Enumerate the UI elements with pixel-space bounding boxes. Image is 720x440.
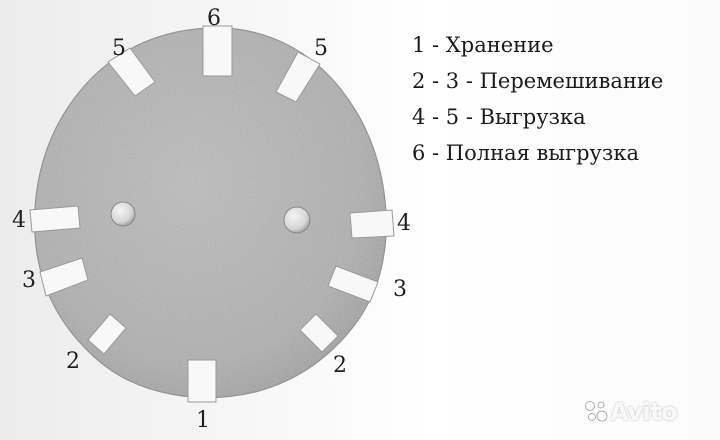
slot-1	[187, 359, 217, 403]
slot-label-3-left: 3	[22, 268, 36, 293]
slot-6	[202, 25, 233, 77]
disc-texture	[34, 27, 387, 398]
slot-3-right	[327, 265, 379, 303]
slot-label-3-right: 3	[393, 277, 407, 302]
legend-item-unloading: 4 - 5 - Выгрузка	[412, 105, 586, 129]
hole-right	[283, 206, 311, 234]
slot-label-1: 1	[196, 408, 210, 433]
slot-4-right	[349, 209, 395, 239]
slot-label-5-left: 5	[112, 36, 126, 61]
slot-4-left	[29, 205, 81, 233]
slot-label-4-right: 4	[397, 211, 411, 236]
legend-item-mixing: 2 - 3 - Перемешивание	[412, 69, 664, 93]
avito-logo-icon	[585, 401, 608, 422]
slot-2-left	[87, 313, 127, 355]
slot-label-6: 6	[207, 6, 221, 31]
legend-item-full-unload: 6 - Полная выгрузка	[412, 141, 639, 165]
slot-5-left	[107, 47, 156, 97]
slot-label-2-right: 2	[333, 353, 347, 378]
hole-left	[110, 201, 136, 227]
slot-3-left	[39, 257, 89, 297]
slot-label-5-right: 5	[314, 36, 328, 61]
watermark: Avito	[610, 398, 678, 426]
slot-2-right	[299, 313, 339, 353]
legend-item-storage: 1 - Хранение	[412, 33, 554, 57]
slot-label-4-left: 4	[12, 208, 26, 233]
disc	[29, 25, 395, 403]
slot-5-right	[275, 51, 321, 103]
legend: 1 - Хранение 2 - 3 - Перемешивание 4 - 5…	[412, 30, 663, 174]
slot-label-2-left: 2	[66, 349, 80, 374]
